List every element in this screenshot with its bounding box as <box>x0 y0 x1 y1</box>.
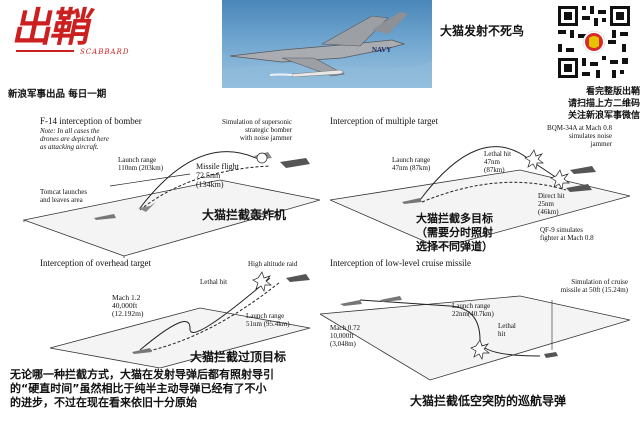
bomber-flight-line: (134km) <box>196 180 224 189</box>
cruise-lethal-line: Lethal <box>498 322 516 330</box>
bomber-note-line: drones are depicted here <box>40 135 110 143</box>
commentary-line: 的进步，不过在现在看来依旧十分原始 <box>10 396 197 409</box>
bottom-commentary: 无论哪一种拦截方式，大猫在发射导弹后都有照射导引 的“硬直时间”虽然相比于纯半主… <box>10 368 370 410</box>
cruise-simulation: Simulation of cruise missile at 50ft (15… <box>516 278 628 294</box>
qr-instructions: 看完整版出鞘 请扫描上方二维码 关注新浪军事微信 <box>540 86 640 122</box>
tomcat-line: and leaves area <box>40 196 83 204</box>
tomcat-launch-note: Tomcat launches and leaves area <box>40 188 87 204</box>
cruise-mach-line: (3,048m) <box>330 340 356 348</box>
bomber-desc-line: with noise jammer <box>239 134 292 142</box>
bomber-note: Note: In all cases the drones are depict… <box>40 127 109 151</box>
bomber-cn-caption: 大猫拦截轰炸机 <box>202 208 287 222</box>
cruise-launch-line: 22nm(40.7km) <box>452 310 494 318</box>
cruise-launch-line: Launch range <box>452 302 491 310</box>
logo-underline <box>16 50 74 52</box>
multiple-lethal-hit: Lethal hit 47nm (87km) <box>484 150 511 174</box>
cruise-sim-line: missile at 50ft (15.24m) <box>560 286 628 294</box>
direct-hit-line: Direct hit <box>538 192 565 200</box>
multiple-cn-line: （需要分时照射 <box>416 226 493 239</box>
cruise-lethal-line: hit <box>498 330 506 338</box>
qf9-line: QF-9 simulates <box>540 226 583 234</box>
panel-multiple-title: Interception of multiple target <box>330 116 439 126</box>
multiple-launch-line: Launch range <box>392 156 431 164</box>
tomcat-line: Tomcat launches <box>40 188 88 196</box>
cruise-cn-caption: 大猫拦截低空突防的巡航导弹 <box>410 394 567 408</box>
commentary-line: 的“硬直时间”虽然相比于纯半主动导弹已经有了不小 <box>10 382 267 395</box>
qr-note-line: 看完整版出鞘 <box>585 87 640 97</box>
panel-cruise-title: Interception of low-level cruise missile <box>330 258 471 268</box>
bomber-diagram <box>22 151 320 258</box>
bomber-note-line: Note: In all cases the <box>40 127 100 135</box>
bomber-flight-line: 72.5nm <box>196 171 221 180</box>
multiple-lethal-line: (87km) <box>484 166 505 174</box>
overhead-lethal-hit: Lethal hit <box>200 278 228 286</box>
hero-photo: NAVY <box>222 0 432 88</box>
multiple-direct-hit: Direct hit 25nm (46km) <box>538 192 565 216</box>
bomber-description: Simulation of supersonic strategic bombe… <box>222 118 292 142</box>
overhead-mach-line: Mach 1.2 <box>112 293 141 302</box>
overhead-cn-caption: 大猫拦截过顶目标 <box>190 350 287 364</box>
multiple-cn-line: 大猫拦截多目标 <box>416 212 493 225</box>
bqm-line: BQM-34A at Mach 0.8 <box>547 124 612 132</box>
overhead-launch-line: 51nm (95.4km) <box>246 320 290 328</box>
cruise-sim-line: Simulation of cruise <box>571 278 628 286</box>
bomber-desc-line: Simulation of supersonic <box>222 118 292 126</box>
navy-mark: NAVY <box>372 46 391 54</box>
bomber-note-line: as attacking aircraft. <box>40 143 99 151</box>
cruise-lethal-hit: Lethal hit <box>498 322 516 338</box>
qf9-line: fighter at Mach 0.8 <box>540 234 594 242</box>
panel-bomber-title: F-14 interception of bomber <box>40 116 142 126</box>
overhead-mach: Mach 1.2 40,000ft (12.192m) <box>112 294 143 318</box>
bomber-launch-line: 110nm (203km) <box>118 164 164 172</box>
f14-photo-illustration: NAVY <box>222 12 432 88</box>
bomber-launch-range: Launch range 110nm (203km) <box>118 156 163 172</box>
bomber-flight-line: Missile flight <box>196 162 239 171</box>
multiple-lethal-line: 47nm <box>484 158 500 166</box>
cruise-diagram <box>320 295 630 381</box>
logo-english: SCABBARD <box>80 48 130 56</box>
cruise-mach: Mach 0.72 10,000ft (3,048m) <box>330 324 360 348</box>
multiple-diagram <box>330 146 630 249</box>
qf9-description: QF-9 simulates fighter at Mach 0.8 <box>540 226 594 242</box>
logo-text: 出鞘 <box>9 4 96 51</box>
overhead-raid-label: High altitude raid <box>248 260 298 268</box>
studio-line: 新浪军事出品 每日一期 <box>8 89 107 100</box>
direct-hit-line: (46km) <box>538 208 559 216</box>
bqm-description: BQM-34A at Mach 0.8 simulates noise jamm… <box>530 124 612 148</box>
overhead-mach-line: (12.192m) <box>112 309 144 318</box>
multiple-launch-line: 47nm (87km) <box>392 164 431 172</box>
panel-overhead-title: Interception of overhead target <box>40 258 152 268</box>
qr-code[interactable] <box>556 4 632 80</box>
bqm-line: jammer <box>590 140 612 148</box>
overhead-diagram <box>49 271 311 368</box>
bqm-line: simulates noise <box>569 132 612 140</box>
cruise-launch-range: Launch range 22nm(40.7km) <box>452 302 494 318</box>
multiple-lethal-line: Lethal hit <box>484 150 512 158</box>
photo-title: 大猫发射不死鸟 <box>440 24 525 38</box>
cruise-mach-line: Mach 0.72 <box>330 324 360 332</box>
multiple-cn-line: 选择不同弹道） <box>416 240 493 253</box>
overhead-launch-line: Launch range <box>246 312 285 320</box>
qr-note-line: 关注新浪军事微信 <box>567 111 640 121</box>
overhead-mach-line: 40,000ft <box>112 301 138 310</box>
commentary-line: 无论哪一种拦截方式，大猫在发射导弹后都有照射导引 <box>10 368 274 381</box>
qr-pattern <box>556 4 632 80</box>
overhead-launch-range: Launch range 51nm (95.4km) <box>246 312 290 328</box>
multiple-launch-range: Launch range 47nm (87km) <box>392 156 430 172</box>
bomber-launch-line: Launch range <box>118 156 157 164</box>
qr-note-line: 请扫描上方二维码 <box>567 99 640 109</box>
bomber-desc-line: strategic bomber <box>245 126 292 134</box>
direct-hit-line: 25nm <box>538 200 554 208</box>
cruise-mach-line: 10,000ft <box>330 332 354 340</box>
multiple-cn-caption: 大猫拦截多目标 （需要分时照射 选择不同弹道） <box>416 212 493 254</box>
bomber-missile-flight: Missile flight 72.5nm (134km) <box>196 162 239 189</box>
